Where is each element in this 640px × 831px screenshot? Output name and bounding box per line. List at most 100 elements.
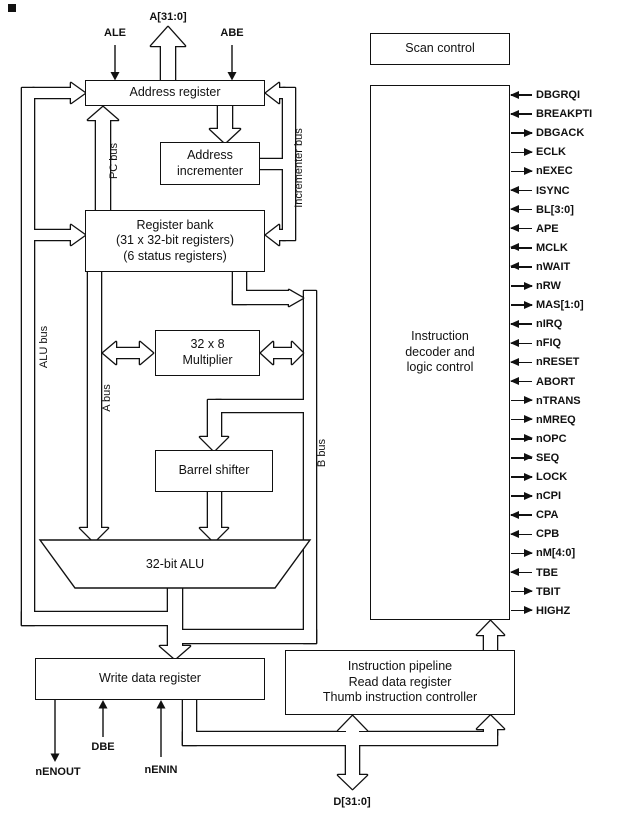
signal-arrow-in-icon xyxy=(510,224,532,233)
signal-arrow-in-icon xyxy=(510,243,532,252)
box-label: Barrel shifter xyxy=(178,463,250,478)
signal-row: nFIQ xyxy=(510,336,562,350)
box-label: incrementer xyxy=(177,163,243,178)
signal-label: BL[3:0] xyxy=(536,203,574,216)
signal-label: TBE xyxy=(536,566,558,579)
signal-arrow-in-icon xyxy=(510,186,532,195)
box-label: Scan control xyxy=(405,41,475,56)
signal-arrow-out-icon xyxy=(511,606,533,615)
signal-label: nIRQ xyxy=(536,318,563,331)
register-bank-box: Register bank (31 x 32-bit registers) (6… xyxy=(85,210,265,272)
signal-arrow-in-icon xyxy=(510,510,532,520)
signal-row: nTRANS xyxy=(511,394,581,408)
multiplier-right-arrow xyxy=(259,340,305,366)
a31-0-bus-arrow xyxy=(149,25,187,83)
signal-arrow-out-icon xyxy=(511,472,533,482)
signal-row: TBIT xyxy=(511,585,560,599)
multiplier-box: 32 x 8 Multiplier xyxy=(155,330,260,376)
signal-arrow-out-icon xyxy=(511,300,533,310)
corner-mark xyxy=(8,4,16,12)
signal-label: nFIQ xyxy=(536,337,562,350)
signal-row: nEXEC xyxy=(511,164,573,178)
signal-arrow-out-icon xyxy=(511,415,533,424)
pin-dbe: DBE xyxy=(91,741,115,753)
signal-row: ISYNC xyxy=(510,184,570,198)
pin-abe: ABE xyxy=(220,27,244,39)
signal-arrow-out-icon xyxy=(511,396,533,405)
signal-row: MAS[1:0] xyxy=(511,298,584,312)
dbe-arrow xyxy=(98,700,108,737)
pin-ale: ALE xyxy=(104,27,126,39)
signal-arrow-out-icon xyxy=(511,548,533,558)
signal-label: nMREQ xyxy=(536,413,576,426)
box-label: Register bank xyxy=(136,217,214,232)
multiplier-left-arrow xyxy=(101,340,155,366)
signal-arrow-out-icon xyxy=(511,128,533,138)
signal-row: nMREQ xyxy=(511,413,576,427)
signal-label: nEXEC xyxy=(536,165,573,178)
write-data-register-box: Write data register xyxy=(35,658,265,700)
pipeline-to-decoder-arrow xyxy=(475,619,506,653)
scan-control-box: Scan control xyxy=(370,33,510,65)
signal-arrow-in-icon xyxy=(510,377,532,386)
signal-label: nOPC xyxy=(536,432,567,445)
signal-arrow-out-icon xyxy=(511,166,533,176)
barrel-to-alu-arrow xyxy=(198,488,230,544)
signal-arrow-out-icon xyxy=(511,453,533,462)
signal-arrow-in-icon xyxy=(510,568,532,577)
signal-row: DBGACK xyxy=(511,126,584,140)
signal-row: nRESET xyxy=(510,355,579,369)
box-label: Address register xyxy=(129,85,221,100)
pin-nenout: nENOUT xyxy=(35,766,81,778)
signal-label: ISYNC xyxy=(536,184,570,197)
pc-bus-label: PC bus xyxy=(108,142,120,179)
signal-row: nOPC xyxy=(511,432,567,446)
signal-row: CPA xyxy=(510,508,559,522)
alu-label: 32-bit ALU xyxy=(145,557,205,571)
signal-label: nCPI xyxy=(536,490,562,503)
signal-row: SEQ xyxy=(511,451,559,465)
signal-label: HIGHZ xyxy=(536,604,571,617)
box-label: Multiplier xyxy=(182,353,233,367)
signal-row: LOCK xyxy=(511,470,567,484)
signal-arrow-in-icon xyxy=(510,529,532,539)
signal-row: HIGHZ xyxy=(511,604,570,618)
box-label: Instruction xyxy=(411,329,469,344)
signal-label: DBGRQI xyxy=(536,89,580,101)
signal-row: MCLK xyxy=(510,241,568,255)
box-label: Read data register xyxy=(348,674,452,689)
signal-arrow-in-icon xyxy=(510,357,532,367)
signal-label: nRW xyxy=(536,280,561,292)
pin-a31-0: A[31:0] xyxy=(149,11,187,23)
box-label: Instruction pipeline xyxy=(347,659,453,674)
barrel-shifter-box: Barrel shifter xyxy=(155,450,273,492)
signal-label: APE xyxy=(536,222,559,235)
ale-arrow xyxy=(110,45,120,81)
signal-row: BREAKPTI xyxy=(510,107,592,121)
instruction-pipeline-box: Instruction pipeline Read data register … xyxy=(285,650,515,715)
signal-arrow-out-icon xyxy=(511,281,533,291)
signal-arrow-out-icon xyxy=(511,147,533,157)
instruction-decoder-box: Instruction decoder and logic control xyxy=(370,85,510,620)
box-label: logic control xyxy=(406,360,474,375)
nenout-arrow xyxy=(50,700,60,762)
signal-row: nCPI xyxy=(511,489,561,503)
signal-row: nIRQ xyxy=(510,317,563,331)
abe-arrow xyxy=(227,45,237,81)
signal-row: ECLK xyxy=(511,145,566,159)
signal-row: ABORT xyxy=(510,375,575,389)
signal-label: SEQ xyxy=(536,451,560,464)
address-to-incrementer-arrow xyxy=(208,102,242,145)
signal-label: CPA xyxy=(536,509,559,522)
address-register-box: Address register xyxy=(85,80,265,106)
alu-bus-label: ALU bus xyxy=(38,325,50,368)
signal-label: DBGACK xyxy=(536,127,585,140)
pin-nenin: nENIN xyxy=(144,764,178,776)
signal-arrow-out-icon xyxy=(511,587,533,596)
signal-label: MCLK xyxy=(536,241,568,254)
signal-label: MAS[1:0] xyxy=(536,299,584,312)
signal-row: APE xyxy=(510,222,559,236)
signal-arrow-in-icon xyxy=(510,109,532,119)
